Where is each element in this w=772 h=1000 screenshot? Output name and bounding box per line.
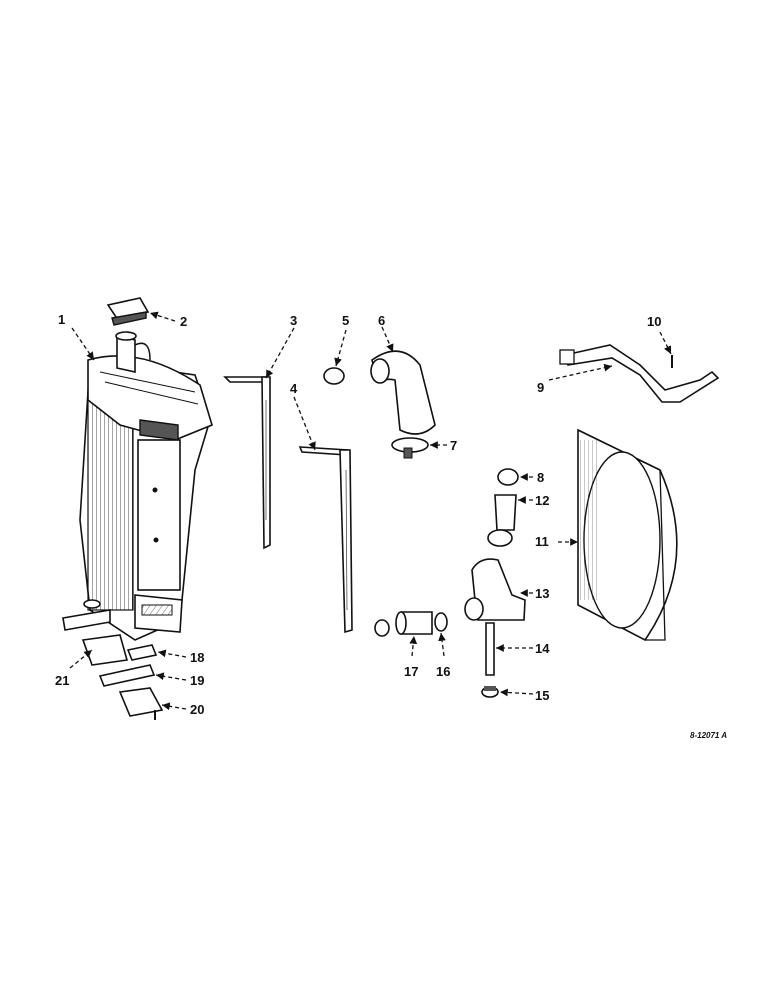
callout-15: 15 — [535, 688, 549, 703]
brace-rod-3 — [223, 376, 271, 550]
callout-labels: 1 2 3 4 5 6 7 8 9 10 11 12 13 14 15 16 1… — [55, 312, 661, 717]
callout-14: 14 — [535, 641, 550, 656]
radiator-cap — [106, 297, 150, 326]
callout-3: 3 — [290, 313, 297, 328]
bracket-foot — [559, 349, 575, 365]
radiator — [79, 331, 213, 641]
figure-reference: 8-12071 A — [690, 731, 727, 740]
brace-rod-4 — [298, 446, 353, 634]
elbow-end — [464, 597, 484, 621]
callout-18: 18 — [190, 650, 204, 665]
pad-20 — [118, 687, 164, 720]
callout-11: 11 — [535, 534, 549, 549]
clamp-17a — [374, 619, 390, 637]
pad-19 — [98, 664, 156, 687]
hose-12 — [494, 494, 517, 531]
leader-lines — [69, 311, 672, 711]
upper-hose-end — [370, 358, 390, 384]
clamp-8 — [497, 468, 519, 486]
clamp-15 — [481, 686, 499, 698]
callout-16: 16 — [436, 664, 450, 679]
tube-14 — [485, 622, 495, 676]
hose-clamp-7 — [391, 437, 429, 459]
callout-9: 9 — [537, 380, 544, 395]
callout-21: 21 — [55, 673, 69, 688]
callout-10: 10 — [647, 314, 661, 329]
callout-5: 5 — [342, 313, 349, 328]
callout-4: 4 — [290, 381, 298, 396]
callout-8: 8 — [537, 470, 544, 485]
clamp-12b — [487, 529, 513, 547]
callout-6: 6 — [378, 313, 385, 328]
callout-17: 17 — [404, 664, 418, 679]
callout-2: 2 — [180, 314, 187, 329]
callout-19: 19 — [190, 673, 204, 688]
callout-20: 20 — [190, 702, 204, 717]
washer — [83, 599, 101, 609]
support-bracket — [563, 344, 720, 403]
fan-shroud — [577, 428, 678, 642]
callout-12: 12 — [535, 493, 549, 508]
pad-21a — [62, 609, 111, 631]
callout-7: 7 — [450, 438, 457, 453]
callout-13: 13 — [535, 586, 549, 601]
lower-elbow — [471, 558, 526, 621]
pad-18 — [126, 644, 158, 661]
callout-1: 1 — [58, 312, 65, 327]
pad-21 — [81, 634, 129, 666]
clamp-16 — [434, 612, 448, 632]
hose-clamp-5 — [323, 367, 345, 385]
